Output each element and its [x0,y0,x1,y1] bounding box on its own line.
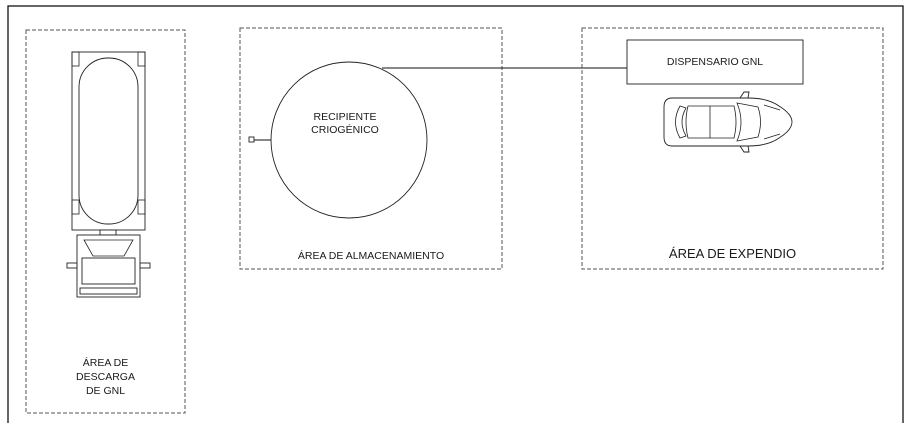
trailer-bracket-top-left [71,51,80,67]
descarga-label-line-1: ÁREA DE [82,357,129,369]
trailer-bracket-bottom-right [137,199,146,215]
vessel-nozzle [248,136,255,143]
descarga-area-boundary [25,29,186,414]
dispensario-box [626,39,804,85]
car-mirror-bottom [739,145,750,153]
almacenamiento-area-boundary [239,27,503,270]
descarga-label-line-2: DESCARGA [76,371,135,383]
car-rear-window [675,105,687,139]
cab-mirror-right [139,262,151,269]
cab-front [81,257,136,285]
recipiente-criogenico-vessel [270,61,428,219]
car-roof [685,105,737,139]
cab-windshield [83,239,134,257]
cab-mirror-left [66,262,78,269]
trailer-bracket-top-right [137,51,146,67]
car-windshield [736,102,761,142]
car-top-view [663,91,793,153]
tanker-truck [66,51,151,298]
car-body [663,97,793,147]
outer-frame [7,5,904,423]
trailer-bracket-bottom-left [71,199,80,215]
almacenamiento-area-label: ÁREA DE ALMACENAMIENTO [297,250,445,262]
tanker-tank [78,57,139,225]
car-hood-line [763,104,781,111]
dispensario-label: DISPENSARIO GNL [666,56,764,68]
recipiente-label-line-2: CRIOGÉNICO [311,124,379,136]
car-mirror-top [739,91,750,99]
recipiente-label-line-1: RECIPIENTE [313,111,377,123]
descarga-area-label: ÁREA DE DESCARGA DE GNL [26,356,185,398]
recipiente-criogenico-label: RECIPIENTE CRIOGÉNICO [290,111,400,137]
descarga-label-line-3: DE GNL [85,385,126,397]
car-hood-line-2 [763,133,781,140]
expendio-area-boundary [581,27,884,270]
trailer-hitch [99,229,117,236]
expendio-area-label: ÁREA DE EXPENDIO [668,246,797,261]
cab-bumper [79,287,138,295]
